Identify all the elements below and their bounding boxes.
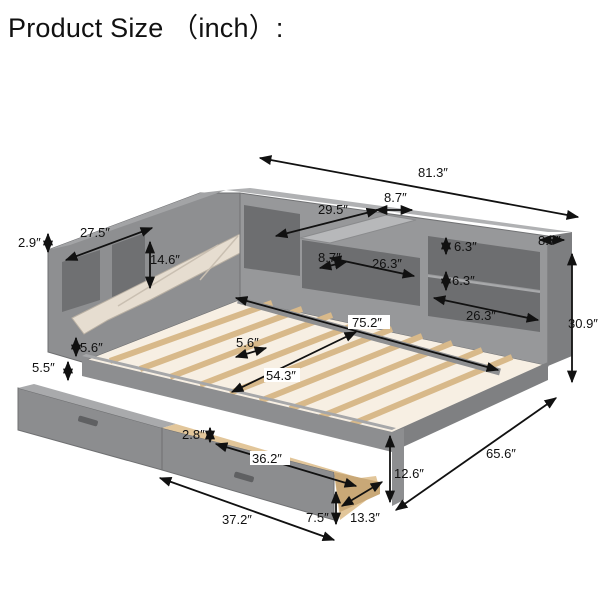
shelf-cavity-left — [244, 205, 300, 276]
label-headboard-clearance: 5.6″ — [80, 340, 103, 355]
label-shelf-board-depth-c: 8.7″ — [538, 233, 561, 248]
dim-line-inner-length — [234, 296, 500, 372]
dim-line-overall-width — [394, 397, 558, 511]
label-rail-height: 2.9″ — [18, 235, 41, 250]
label-drawer-depth: 13.3″ — [350, 510, 380, 525]
dimension-labels: 81.3″ 30.9″ 65.6″ 27.5″ 14.6″ 2.9″ 29.5″… — [18, 165, 598, 527]
label-drawer-length: 37.2″ — [222, 512, 252, 527]
label-overall-height: 30.9″ — [568, 316, 598, 331]
left-cubby — [62, 250, 100, 312]
dim-line-lid-length — [64, 227, 154, 261]
page-title: Product Size （inch）: — [8, 13, 284, 43]
lid-tuft-line — [117, 244, 219, 307]
front-side-rail — [82, 358, 392, 452]
lid-tuft-line-2 — [199, 235, 239, 281]
dim-line-drawer-depth — [340, 481, 384, 507]
label-shelf-height-lower: 6.3″ — [452, 273, 475, 288]
label-inner-length: 75.2″ — [352, 315, 382, 330]
dim-line-shelf-depth-b — [318, 259, 348, 271]
label-drawer-base: 5.5″ — [32, 360, 55, 375]
label-drawer-height: 7.5″ — [306, 510, 329, 525]
bookcase-right-side — [548, 232, 572, 366]
dimension-lines — [42, 155, 580, 541]
dim-line-drawer-length — [158, 477, 336, 541]
label-shelf-board-depth-b: 8.7″ — [318, 250, 341, 265]
label-drawer-inner-length: 36.2″ — [252, 451, 282, 466]
label-overall-width: 65.6″ — [486, 446, 516, 461]
label-lid-length: 27.5″ — [80, 225, 110, 240]
label-overall-length: 81.3″ — [418, 165, 448, 180]
label-shelf-board-depth-a: 8.7″ — [384, 190, 407, 205]
label-lid-depth: 14.6″ — [150, 252, 180, 267]
label-right-shelf: 26.3″ — [466, 308, 496, 323]
drawer-left-handle — [78, 415, 98, 427]
dim-line-inner-width — [230, 331, 358, 393]
shelf-cavity-right-upper — [428, 236, 540, 290]
label-inner-width: 54.3″ — [266, 368, 296, 383]
label-middle-shelf: 26.3″ — [372, 256, 402, 271]
label-side-rail-height: 12.6″ — [394, 466, 424, 481]
dim-line-overall-length — [258, 155, 580, 220]
drawer-left-top — [18, 384, 176, 428]
label-slat-gap: 5.6″ — [236, 335, 259, 350]
dim-line-shelf-board-length — [274, 207, 380, 239]
label-drawer-inset: 2.8″ — [182, 427, 205, 442]
label-shelf-board-length: 29.5″ — [318, 202, 348, 217]
label-shelf-height-upper: 6.3″ — [454, 239, 477, 254]
